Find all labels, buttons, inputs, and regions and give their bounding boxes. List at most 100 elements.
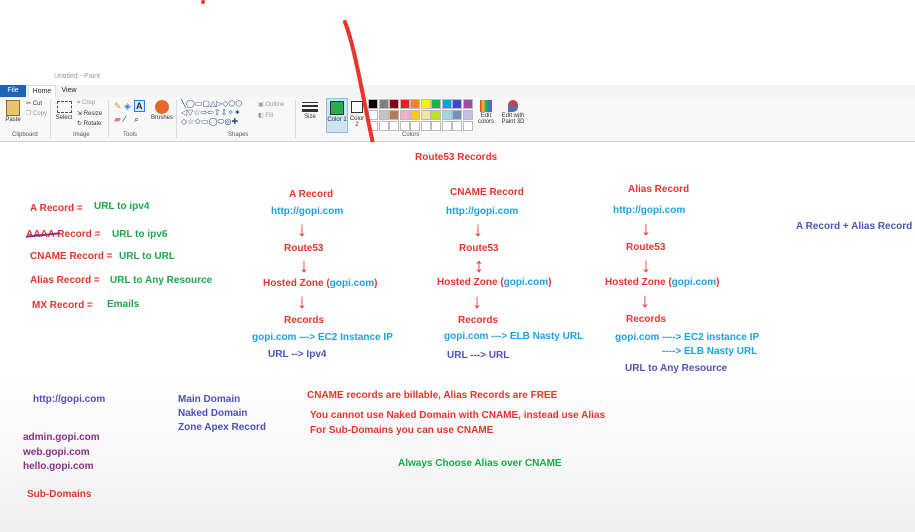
size-label: Size [304,114,316,120]
legend-label-text: AAAA Record = [26,229,101,240]
edit-colors-button[interactable]: Edit colors [476,99,496,131]
magnifier-icon[interactable]: ⌕ [134,114,140,124]
domain-type: Zone Apex Record [178,422,266,433]
down-arrow-icon: ↓ [297,219,307,241]
legend-label: MX Record = [32,300,93,311]
clipboard-group-label: Clipboard [12,132,38,138]
window-title: Untitled - Paint [54,73,100,80]
paste-icon [6,100,20,116]
color1-button[interactable]: Color 1 [326,98,348,133]
palette-swatch-empty[interactable] [378,121,389,131]
tab-view[interactable]: View [61,87,77,94]
palette-swatch[interactable] [399,110,410,120]
down-arrow-icon: ↓ [641,255,651,277]
palette-swatch-empty[interactable] [452,121,462,131]
alias-record-zone: Hosted Zone (gopi.com) [605,277,720,288]
shapes-gallery[interactable]: ╲◯▭▢△▷◇⬠⬡ ◁▽☆⇨⇦⇧⇩✧✦ ◇☆✩▭◯⬭◎✚ [181,99,243,126]
eraser-icon[interactable]: ▰ [114,114,121,124]
brushes-button[interactable]: Brushes [151,99,173,129]
palette-swatch[interactable] [389,99,399,109]
palette-swatch[interactable] [389,110,399,120]
subdomain: web.gopi.com [23,447,90,458]
outline-button[interactable]: ▣ Outline [258,102,285,108]
size-button[interactable]: Size [300,100,320,130]
copy-button[interactable]: ❐ Copy [26,111,48,117]
palette-swatch-empty[interactable] [389,121,399,131]
select-label: Select [55,115,73,121]
text-icon[interactable]: A [134,100,145,112]
outline-label: Outline [265,102,285,108]
alias-record-route: Route53 [626,242,666,253]
palette-swatch[interactable] [462,99,473,109]
color-picker-icon[interactable]: ⁄ [124,114,126,124]
drawing-canvas[interactable] [0,142,915,532]
rotate-button[interactable]: ↻ Rotate [77,121,102,127]
palette-swatch-empty[interactable] [462,121,473,131]
domain-type: Main Domain [178,394,241,405]
palette-swatch-empty[interactable] [431,121,441,131]
colors-group-label: Colors [402,132,420,138]
cname-record-route: Route53 [459,243,499,254]
palette-swatch-empty[interactable] [410,121,420,131]
separator [295,100,296,138]
aaaa-strikethrough: AAAA Record = [25,229,101,240]
down-arrow-icon: ↓ [297,291,307,313]
palette-swatch[interactable] [431,99,441,109]
palette-swatch[interactable] [368,99,378,109]
edit-paint3d-label: Edit with Paint 3D [501,113,525,125]
alias-record-url: http://gopi.com [613,205,686,216]
paste-label: Paste [5,117,21,123]
palette-swatch-empty[interactable] [399,121,410,131]
palette-swatch[interactable] [399,99,410,109]
tools-group-label: Tools [123,132,138,138]
subdomains-label: Sub-Domains [27,489,92,500]
edit-paint3d-button[interactable]: Edit with Paint 3D [500,99,526,131]
note-subdomains: For Sub-Domains you can use CNAME [310,425,494,436]
fill-button[interactable]: ◧ Fill [258,113,274,119]
resize-button[interactable]: ⇲ Resize [77,111,103,117]
palette-swatch[interactable] [462,110,473,120]
image-group-label: Image [73,132,90,138]
paste-button[interactable]: Paste [4,99,22,129]
cname-record-url: http://gopi.com [446,206,519,217]
select-button[interactable]: Select [55,99,73,129]
pencil-icon[interactable]: ✎ [114,101,122,111]
alias-record-mapping: gopi.com ----> EC2 instance IP [615,332,760,343]
domain-type: Naked Domain [178,408,248,419]
legend-label: A Record = [30,203,83,214]
tab-file[interactable]: File [0,85,26,97]
legend-value: URL to ipv6 [112,229,168,240]
palette-swatch[interactable] [410,110,420,120]
a-record-title: A Record [289,189,334,200]
palette-swatch[interactable] [431,110,441,120]
palette-swatch[interactable] [410,99,420,109]
cut-button[interactable]: ✂ Cut [26,101,43,107]
palette-swatch[interactable] [452,99,462,109]
palette-swatch[interactable] [452,110,462,120]
palette-swatch[interactable] [378,110,389,120]
palette-swatch[interactable] [420,110,431,120]
palette-swatch[interactable] [441,110,452,120]
down-arrow-icon: ↓ [299,255,309,277]
crop-button[interactable]: ⌗ Crop [77,100,96,106]
palette-swatch[interactable] [441,99,452,109]
rainbow-icon [480,100,492,112]
palette-swatch[interactable] [378,99,389,109]
fill-icon[interactable]: ◈ [124,101,131,111]
palette-swatch[interactable] [420,99,431,109]
legend-label: Alias Record = [30,275,100,286]
shapes-group-label: Shapes [228,132,249,138]
up-down-arrow-icon: ↕ [474,255,484,277]
color2-button[interactable]: Color 2 [349,98,365,131]
subdomain: admin.gopi.com [23,432,100,443]
color2-swatch [351,101,363,113]
tab-home[interactable]: Home [28,85,56,98]
copy-label: Copy [33,111,48,117]
palette-swatch-empty[interactable] [441,121,452,131]
down-arrow-icon: ↓ [472,291,482,313]
legend-value: URL to ipv4 [94,201,150,212]
palette-swatch-empty[interactable] [420,121,431,131]
separator [108,100,109,138]
side-note: A Record + Alias Record [796,221,913,232]
edit-colors-label: Edit colors [477,113,494,125]
